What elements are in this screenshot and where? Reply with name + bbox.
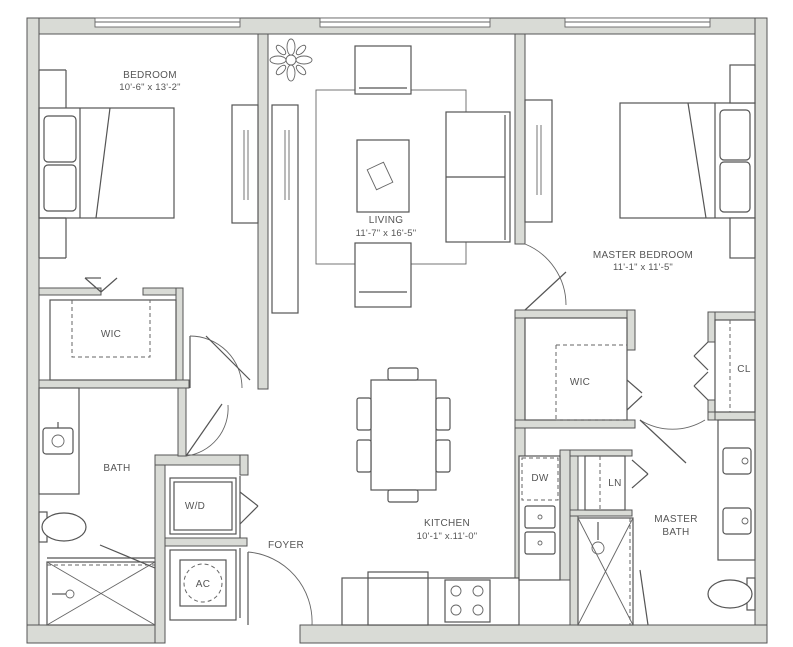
wic-left-label: WIC	[101, 329, 121, 340]
master-bath-label-line1: MASTER	[654, 514, 697, 525]
kitchen: DW KITCHEN 10'-1" x.11'-0"	[341, 455, 561, 626]
wic-right: WIC	[524, 317, 643, 421]
living-dims: 11'-7" x 16'-5"	[356, 228, 417, 239]
wd-label: W/D	[185, 501, 205, 512]
dining-table	[356, 367, 451, 503]
bedroom-door	[189, 335, 251, 389]
wic-left: WIC	[49, 277, 177, 381]
bedroom: BEDROOM 10'-6" x 13'-2"	[38, 69, 259, 259]
bedroom-label: BEDROOM	[123, 70, 177, 81]
kitchen-label: KITCHEN	[424, 518, 470, 529]
bath-label: BATH	[103, 463, 130, 474]
interior-walls	[38, 33, 756, 626]
wd-closet: W/D	[169, 476, 259, 538]
ac-label: AC	[196, 579, 211, 590]
master-bath: MASTER BATH	[577, 419, 756, 626]
ac-closet: AC	[169, 548, 241, 621]
foyer-label: FOYER	[268, 540, 304, 551]
master-bedroom-label: MASTER BEDROOM	[593, 250, 693, 261]
plant-icon	[269, 38, 313, 82]
living-label: LIVING	[369, 215, 404, 226]
master-bath-label-line2: BATH	[662, 527, 689, 538]
bedroom-dims: 10'-6" x 13'-2"	[119, 82, 180, 93]
cl-label: CL	[737, 364, 751, 375]
master-bedroom-dims: 11'-1" x 11'-5"	[613, 262, 673, 273]
master-bedroom: MASTER BEDROOM 11'-1" x 11'-5"	[524, 64, 756, 273]
outer-walls	[26, 17, 768, 644]
living: LIVING 11'-7" x 16'-5"	[269, 38, 511, 314]
dw-label: DW	[531, 473, 549, 484]
foyer: FOYER	[247, 540, 313, 626]
windows	[94, 17, 711, 28]
cl-closet: CL	[693, 319, 756, 413]
ln-closet: LN	[584, 455, 649, 511]
ln-label: LN	[608, 478, 621, 489]
kitchen-dims: 10'-1" x.11'-0"	[417, 531, 478, 542]
master-bath-door	[639, 419, 706, 464]
wic-right-label: WIC	[570, 377, 590, 388]
master-door	[524, 243, 567, 311]
bath: BATH	[38, 387, 229, 626]
